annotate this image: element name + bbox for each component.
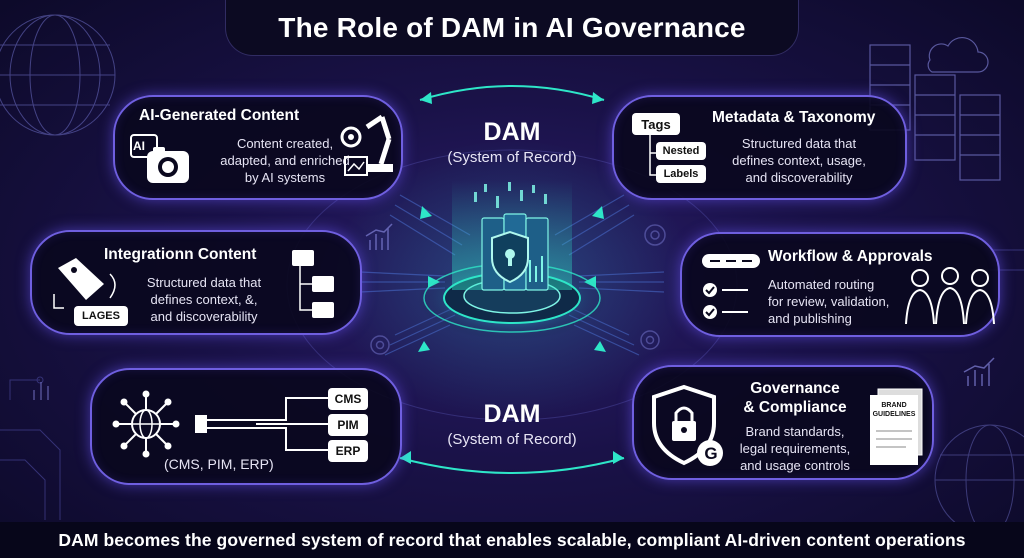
card-integrated-systems: CMS PIM ERP (CMS, PIM, ERP) [90,368,402,485]
card-workflow-approvals: Workflow & Approvals Automated routing f… [680,232,1000,337]
card-governance-compliance: Governance & Compliance Brand standards,… [632,365,934,480]
tag-chip-labels: Labels [656,165,706,183]
page-title: The Role of DAM in AI Governance [225,0,799,56]
dam-subtitle-bottom: (System of Record) [447,431,577,448]
arrowhead [592,92,604,104]
globe-icon [0,14,116,136]
card-description: Content created, adapted, and enriched b… [220,136,350,185]
tag-chip-lages: LAGES [74,306,128,326]
ai-badge-label: AI [133,139,145,153]
card-title: Metadata & Taxonomy [712,109,876,126]
card-description: Brand standards, legal requirements, and… [739,424,851,473]
governance-badge: G [704,444,718,463]
card-title: Workflow & Approvals [768,248,933,265]
tag-chip-nested: Nested [656,142,706,160]
systems-caption: (CMS, PIM, ERP) [164,456,274,472]
robot-arm-icon [340,114,393,176]
system-chip-erp: ERP [328,440,368,462]
arrowhead [592,206,604,219]
system-chip-cms: CMS [328,388,368,410]
arrowhead [613,451,624,464]
network-hub-icon [112,390,328,458]
card-description: Automated routing for review, validation… [768,277,890,326]
arrowhead [400,451,411,464]
gear-icon [370,224,666,355]
ai-camera-icon [130,134,189,183]
card-ai-generated-content: AI-Generated Content Content created, ad… [113,95,403,200]
bar-chart-icon [33,382,49,400]
bar-chart-icon [963,357,995,386]
arrowhead [594,341,606,352]
shield-lock-icon [652,384,723,466]
card-title: Governance & Compliance [743,380,847,416]
arrowhead [418,341,430,352]
tag-icon [53,258,116,309]
arrowhead [420,206,432,219]
dam-hub [417,180,607,340]
footer-caption: DAM becomes the governed system of recor… [0,522,1024,558]
shield-lock-icon [491,230,529,284]
card-title: Integrationn Content [104,246,257,263]
cloud-icon [927,37,989,73]
tag-chip-tags: Tags [632,113,680,135]
card-description: Structured data that defines context, us… [732,136,866,185]
arrowhead [420,92,432,104]
card-metadata-taxonomy: Metadata & Taxonomy Structured data that… [612,95,907,200]
dam-title-top: DAM [483,118,541,146]
book-label: BRAND GUIDELINES [872,402,916,418]
card-description: Structured data that defines context, &,… [146,275,262,324]
top-arc-arrow [419,85,605,101]
brand-guidelines-book-icon [870,388,923,465]
dam-subtitle-top: (System of Record) [447,149,577,166]
folder-tree-icon [292,250,334,318]
bar-chart-icon [365,223,393,250]
system-chip-pim: PIM [328,414,368,436]
checklist-icon [702,254,760,319]
team-people-icon [905,267,995,325]
bottom-arc-arrow [399,457,625,474]
card-integration-content: Integrationn Content Structured data tha… [30,230,362,335]
server-icon [869,44,1001,181]
dam-title-bottom: DAM [483,400,541,428]
card-title: AI-Generated Content [139,107,300,124]
